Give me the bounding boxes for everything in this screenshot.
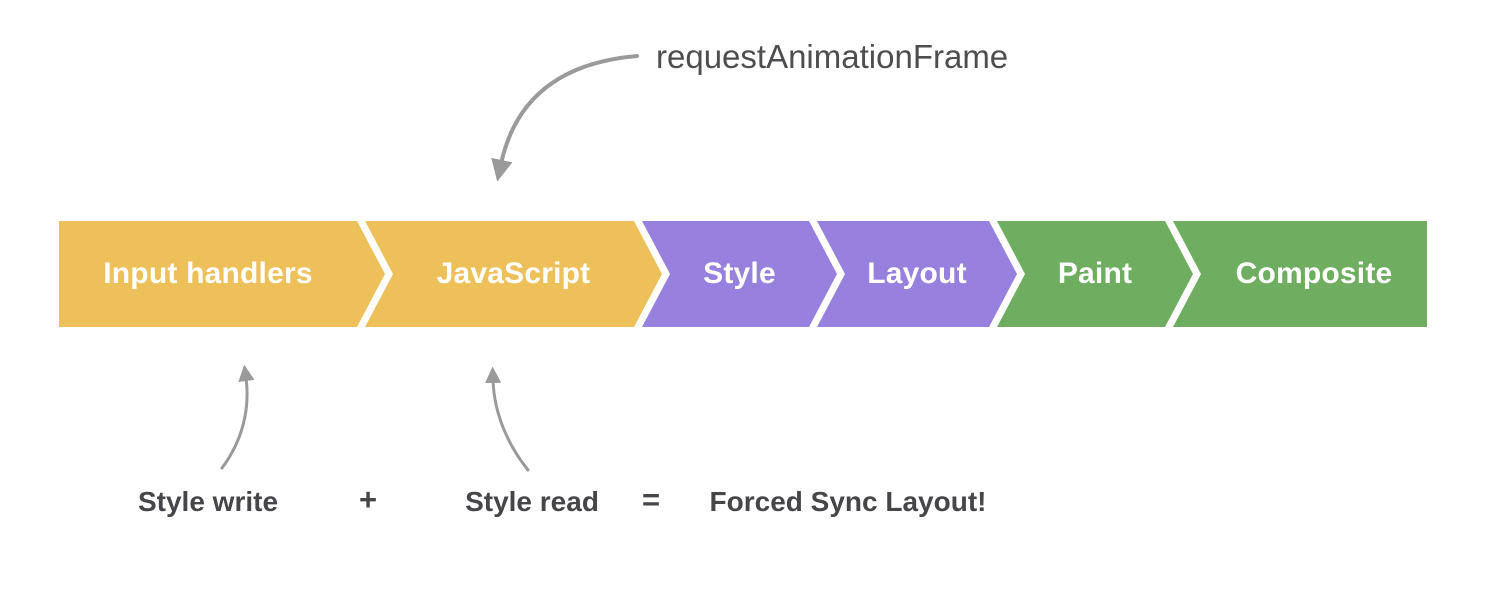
style-read-arrow: [484, 366, 530, 472]
segment-label: Composite: [1235, 257, 1393, 290]
plus-sign: +: [358, 482, 378, 517]
pipeline-segment-composite: Composite: [1173, 221, 1427, 327]
pipeline-segment-paint: Paint: [997, 221, 1193, 327]
pipeline-segment-input-handlers: Input handlers: [59, 221, 385, 327]
forced-sync-layout-label: Forced Sync Layout!: [709, 486, 987, 517]
pipeline-segment-layout: Layout: [817, 221, 1017, 327]
segment-label: JavaScript: [436, 257, 591, 290]
pipeline-segment-style: Style: [642, 221, 837, 327]
segment-label: Paint: [1057, 257, 1133, 290]
style-write-label: Style write: [137, 486, 279, 517]
segment-label: Layout: [867, 257, 967, 290]
segment-label: Input handlers: [103, 257, 313, 290]
style-read-label: Style read: [465, 486, 599, 517]
raf-curved-arrow: [491, 54, 639, 182]
equals-sign: =: [641, 482, 661, 517]
segment-label: Style: [703, 257, 776, 290]
pipeline-segment-javascript: JavaScript: [365, 221, 662, 327]
style-write-arrow: [220, 364, 255, 470]
raf-annotation-label: requestAnimationFrame: [656, 38, 1009, 75]
